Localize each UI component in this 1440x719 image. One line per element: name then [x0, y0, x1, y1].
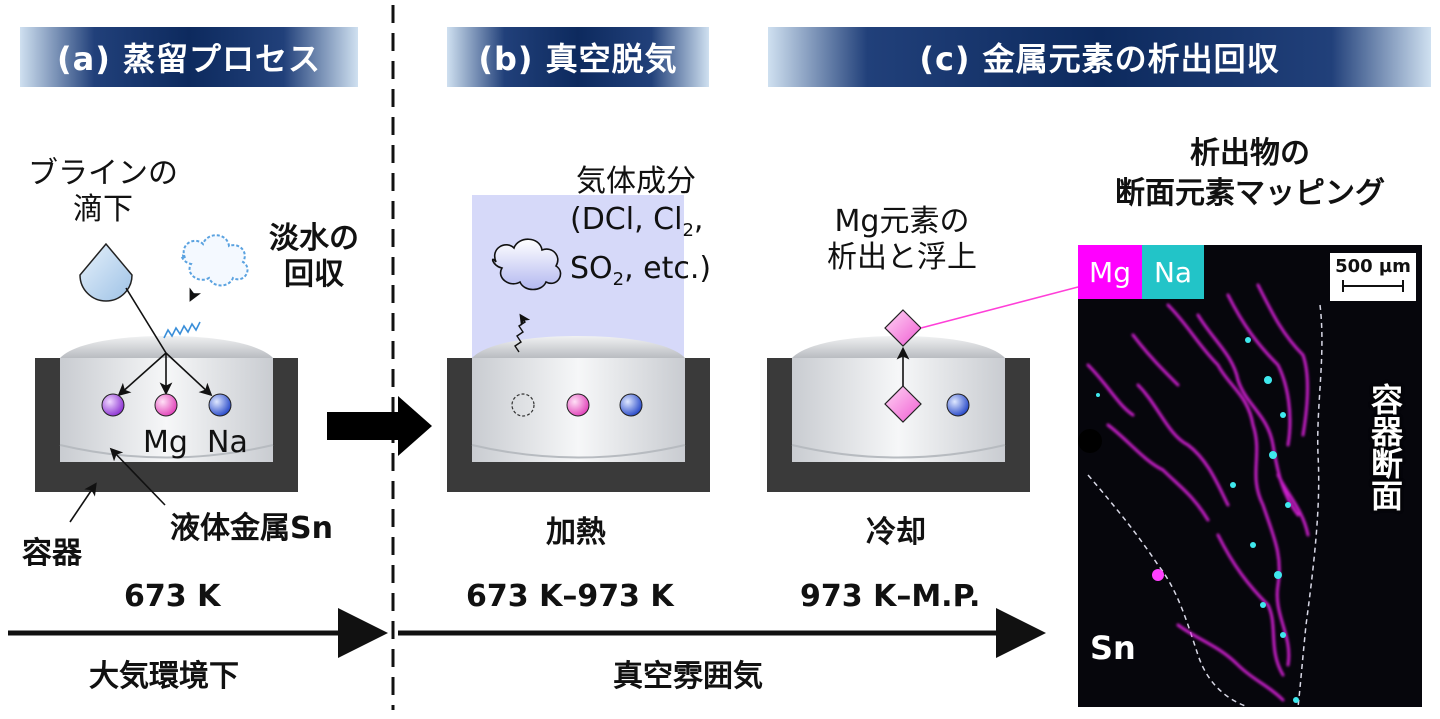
- container-pointer: [69, 482, 97, 523]
- big-arrow: [327, 396, 432, 456]
- banner-vacuum-degas: (b) 真空脱気: [447, 27, 709, 87]
- gas-wave: [514, 313, 531, 353]
- banner-metal-recovery: (c) 金属元素の析出回収: [768, 27, 1431, 87]
- vessel-b: [447, 195, 710, 492]
- label-container-wall: 容器断面: [1366, 383, 1404, 511]
- legend-mg: Mg: [1078, 245, 1142, 299]
- label-mg: Mg: [143, 425, 188, 460]
- label-map-title: 析出物の 断面元素マッピング: [1115, 136, 1385, 211]
- brine-drop-icon: [79, 242, 133, 302]
- element-mapping-image: Mg Na 500 µm Sn 容器断面: [1078, 245, 1422, 707]
- label-brine-drop: ブラインの 滴下: [28, 156, 178, 227]
- label-liquid-metal: 液体金属Sn: [170, 511, 333, 546]
- particle-mg-b: [566, 393, 590, 417]
- liquid-pointer: [109, 447, 166, 506]
- label-temp-c: 973 K–M.P.: [800, 579, 981, 614]
- label-sn: Sn: [1090, 629, 1136, 667]
- steam-cloud-icon: [180, 234, 249, 287]
- particle-na: [208, 393, 232, 417]
- particle-empty: [511, 393, 535, 417]
- label-fresh-water: 淡水の 回収: [269, 221, 359, 292]
- banner-distillation: (a) 蒸留プロセス: [20, 27, 358, 87]
- scale-bar: 500 µm: [1330, 253, 1416, 301]
- gas-cloud-icon: [491, 238, 562, 291]
- label-vacuum: 真空雰囲気: [613, 659, 763, 694]
- label-cooling: 冷却: [866, 515, 926, 550]
- particle-na-b: [619, 393, 643, 417]
- label-temp-b: 673 K–973 K: [466, 579, 674, 614]
- label-heating: 加熱: [546, 515, 606, 550]
- mg-diamond-top: [884, 309, 922, 347]
- label-na: Na: [207, 425, 248, 460]
- label-atmosphere: 大気環境下: [89, 659, 239, 694]
- label-gas-components: 気体成分 (DCl, Cl2, SO2, etc.): [570, 164, 712, 290]
- steam-wave: [163, 321, 201, 339]
- particle-purple: [101, 393, 125, 417]
- map-link-line: [920, 286, 1079, 329]
- particle-mg: [154, 393, 178, 417]
- particle-na-c: [946, 393, 970, 417]
- label-temp-a: 673 K: [124, 579, 221, 614]
- mg-diamond-bottom: [884, 385, 922, 423]
- label-mg-precipitation: Mg元素の 析出と浮上: [827, 204, 977, 275]
- label-container: 容器: [22, 536, 82, 571]
- drop-path: [125, 287, 167, 354]
- scale-label: 500 µm: [1335, 256, 1411, 277]
- legend-na: Na: [1142, 245, 1204, 299]
